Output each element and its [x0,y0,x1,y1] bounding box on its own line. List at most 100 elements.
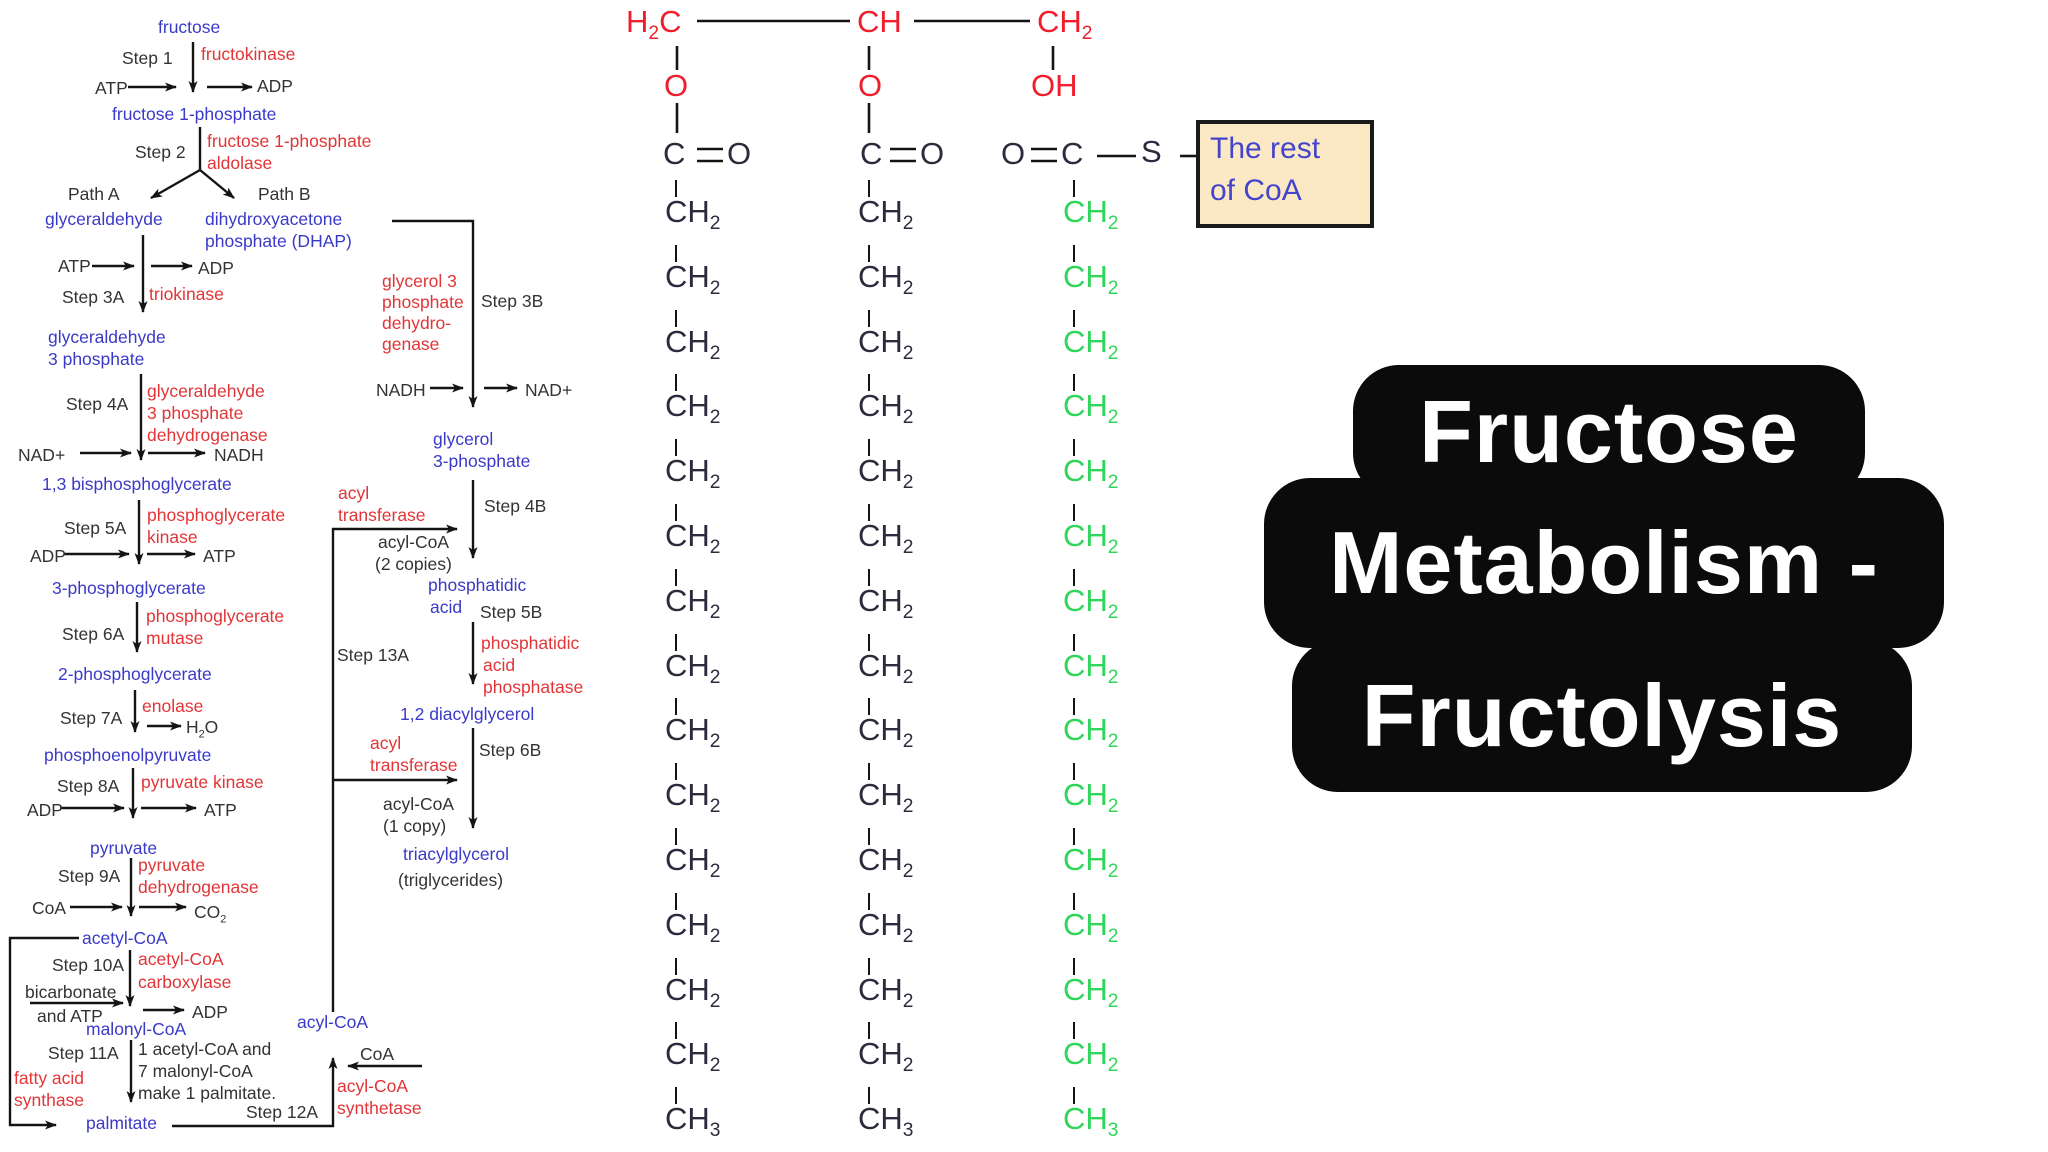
enzyme-pdh-line2: dehydrogenase [138,877,259,897]
formula-unit: CH2 [665,906,721,947]
bond-line [675,439,678,457]
chain-unit: CH2 [858,763,958,828]
cofactor-adp-3: ADP [30,546,66,566]
enzyme-triokinase: triokinase [149,284,224,304]
bond-line [1073,633,1076,651]
formula-unit: CH2 [665,712,721,753]
enzyme-aldolase-line2: aldolase [207,153,273,173]
step-5b-label: Step 5B [480,602,543,622]
enzyme-acs-line1: acyl-CoA [337,1076,408,1096]
chain-unit: CH2 [858,180,958,245]
chain-unit: CH2 [665,439,765,504]
step-2-label: Step 2 [135,142,186,162]
title-text-fructose: Fructose [1419,382,1799,481]
chain-unit: CH2 [665,374,765,439]
chain-unit: CH2 [1063,763,1163,828]
formula-unit: CH2 [858,906,914,947]
enzyme-fas-line2: synthase [14,1090,85,1110]
path-a-label: Path A [68,184,120,204]
formula-thioester-c: C [1061,136,1084,171]
enzyme-pgm-line2: mutase [146,628,204,648]
chain-unit: CH2 [1063,503,1163,569]
formula-unit: CH2 [858,517,914,559]
acyl-coa-2copies-line1: acyl-CoA [378,532,449,552]
chain-unit: CH2 [665,244,765,310]
cofactor-coa-2: CoA [360,1044,395,1064]
chain-unit: CH2 [858,503,958,569]
structure-bonds [675,19,1196,163]
metabolite-glycerol-3p-line1: glycerol [433,429,494,449]
bond-line [675,1022,678,1040]
enzyme-acc-line1: acetyl-CoA [138,949,224,969]
enzyme-enolase: enolase [142,696,204,716]
enzyme-pgk-line2: kinase [147,527,198,547]
enzyme-g3pd-line3: dehydro- [382,313,452,333]
coa-rest-box: The rest of CoA [1196,120,1374,228]
bond-line [1073,309,1076,327]
bond-line [675,957,678,975]
formula-unit: CH2 [858,1036,914,1077]
bond-line [1073,892,1076,910]
bond-line [868,374,871,392]
formula-thioester-o: O [1001,136,1026,171]
step-12a-label: Step 12A [246,1102,318,1122]
formula-ch: CH [857,4,902,39]
cofactor-coa-1: CoA [32,898,67,918]
formula-unit: CH2 [1063,906,1119,947]
chain-unit: CH2 [1063,244,1163,310]
bond-line [1073,698,1076,716]
metabolite-2pg: 2-phosphoglycerate [58,664,212,684]
cofactor-atp-4: ATP [204,800,237,820]
chain-unit: CH2 [1063,439,1163,504]
coa-rest-line2: of CoA [1210,174,1302,207]
formula-ch2-top: CH2 [1037,4,1093,45]
cofactor-atp-2: ATP [58,256,91,276]
chain-unit: CH2 [665,309,765,375]
enzyme-pap-line2: acid [483,655,516,675]
chain-unit: CH2 [1063,698,1163,763]
metabolite-g3p-line1: glyceraldehyde [48,327,166,347]
formula-unit: CH2 [858,323,914,364]
chain-unit: CH3 [665,1087,765,1152]
step-9a-label: Step 9A [58,866,121,886]
enzyme-g3pd-line2: phosphate [382,292,464,312]
enzyme-g3pd-line1: glycerol 3 [382,271,457,291]
formula-unit: CH2 [1063,777,1119,818]
chain-unit: CH2 [858,957,958,1023]
enzyme-pgm-line1: phosphoglycerate [146,606,285,626]
formula-unit: CH2 [858,388,914,429]
formula-unit: CH2 [665,582,721,623]
metabolite-12-diacylglycerol: 1,2 diacylglycerol [400,704,535,724]
metabolite-pyruvate: pyruvate [90,838,158,858]
formula-unit: CH2 [1063,194,1119,235]
cofactor-nad-2: NAD+ [525,380,573,400]
formula-ester-o-1: O [664,68,689,103]
formula-unit: CH2 [665,453,721,494]
bond-line [675,309,678,327]
chain-unit: CH2 [1063,1022,1163,1087]
formula-unit: CH2 [858,777,914,818]
formula-unit: CH2 [1063,258,1119,299]
formula-carbonyl-o-2: O [920,136,945,171]
step-8a-label: Step 8A [57,776,120,796]
bond-line [1073,957,1076,975]
step-3b-label: Step 3B [481,291,544,311]
bond-line [675,568,678,586]
formula-carbonyl-c-1: C [663,136,686,171]
formula-unit: CH2 [1063,841,1119,883]
step-5a-label: Step 5A [64,518,127,538]
fas-note-line3: make 1 palmitate. [138,1083,277,1103]
enzyme-acyltransferase1-line2: transferase [338,505,426,525]
formula-hydroxyl-oh: OH [1031,68,1078,103]
enzyme-acc-line2: carboxylase [138,972,232,992]
bond-line [868,633,871,651]
cofactor-adp-2: ADP [198,258,234,278]
bond-line [1073,180,1076,197]
chain-unit: CH2 [665,763,765,828]
title-badge-line3: Fructolysis [1292,640,1912,792]
chain-unit: CH2 [665,1022,765,1087]
bond-line [675,374,678,392]
bond-line [868,957,871,975]
step-11a-label: Step 11A [48,1043,119,1063]
